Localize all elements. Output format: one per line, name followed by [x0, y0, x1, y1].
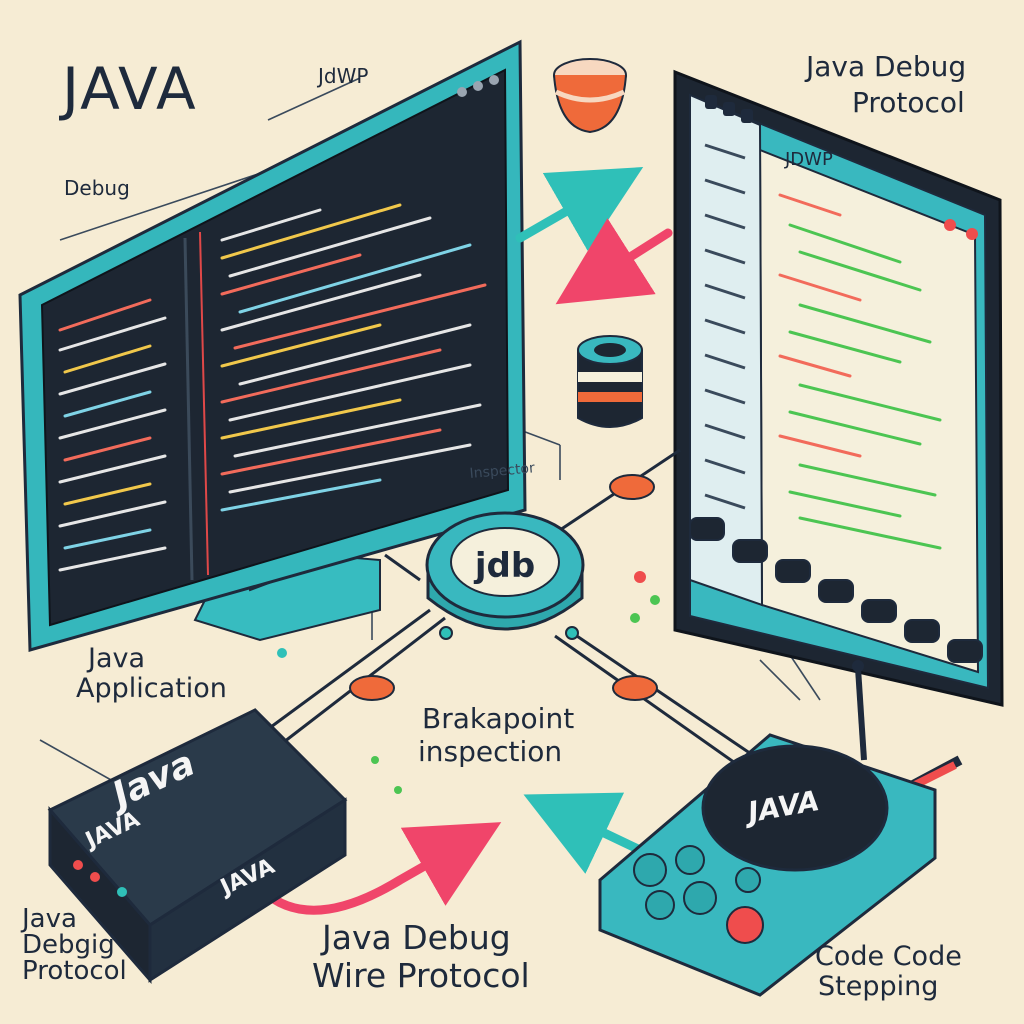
java-application-line2: Application: [76, 673, 227, 704]
java-debug-wire-protocol-line2: Wire Protocol: [312, 956, 530, 995]
java-application-line1: Java: [88, 643, 146, 674]
small-dots: [277, 571, 660, 794]
code-stepping-line1: Code Code: [815, 941, 962, 972]
java-controller-device: JAVA: [598, 660, 963, 997]
bowl-icon: [553, 58, 627, 134]
teal-arrow-top: [515, 167, 644, 251]
java-debug-protocol-top-line2: Protocol: [852, 86, 965, 119]
breakpoint-inspection-line1: Brakapoint: [422, 702, 575, 735]
red-arrow-top: [555, 218, 673, 305]
teal-arrow-bottom: [523, 792, 645, 874]
right-window-sidebar-lines: [704, 143, 746, 510]
java-debug-protocol-top-line1: Java Debug: [806, 50, 967, 83]
left-monitor: [18, 39, 527, 652]
breakpoint-inspection-line2: inspection: [418, 735, 563, 768]
jdwp-top-label: JdWP: [318, 64, 369, 88]
database-stack-icon: [577, 335, 643, 428]
hub-node-icon: jdb: [425, 511, 585, 640]
right-window-controls: [944, 219, 978, 240]
controller-buttons: [633, 845, 764, 944]
jdwp-window-title: JDWP: [784, 149, 833, 170]
left-monitor-window-dots: [457, 75, 499, 97]
code-stepping-line2: Stepping: [818, 971, 939, 1002]
java-debug-protocol-bottom-left: Java Debgig Protocol: [22, 904, 127, 986]
hub-label: jdb: [473, 546, 535, 586]
inspector-small-label: Inspector: [469, 460, 536, 482]
right-window-tab-icons: [705, 95, 753, 123]
right-debugger-window: [673, 69, 1004, 707]
java-debug-wire-protocol-line1: Java Debug: [322, 918, 511, 957]
right-window-bottom-buttons: [689, 517, 983, 663]
left-monitor-code-lines: [58, 203, 487, 572]
debug-small-label: Debug: [64, 176, 130, 200]
java-title: JAVA: [62, 55, 198, 123]
right-window-code-lines: [778, 193, 942, 550]
arrows: [257, 167, 673, 915]
orange-connector-nodes: [349, 474, 658, 701]
